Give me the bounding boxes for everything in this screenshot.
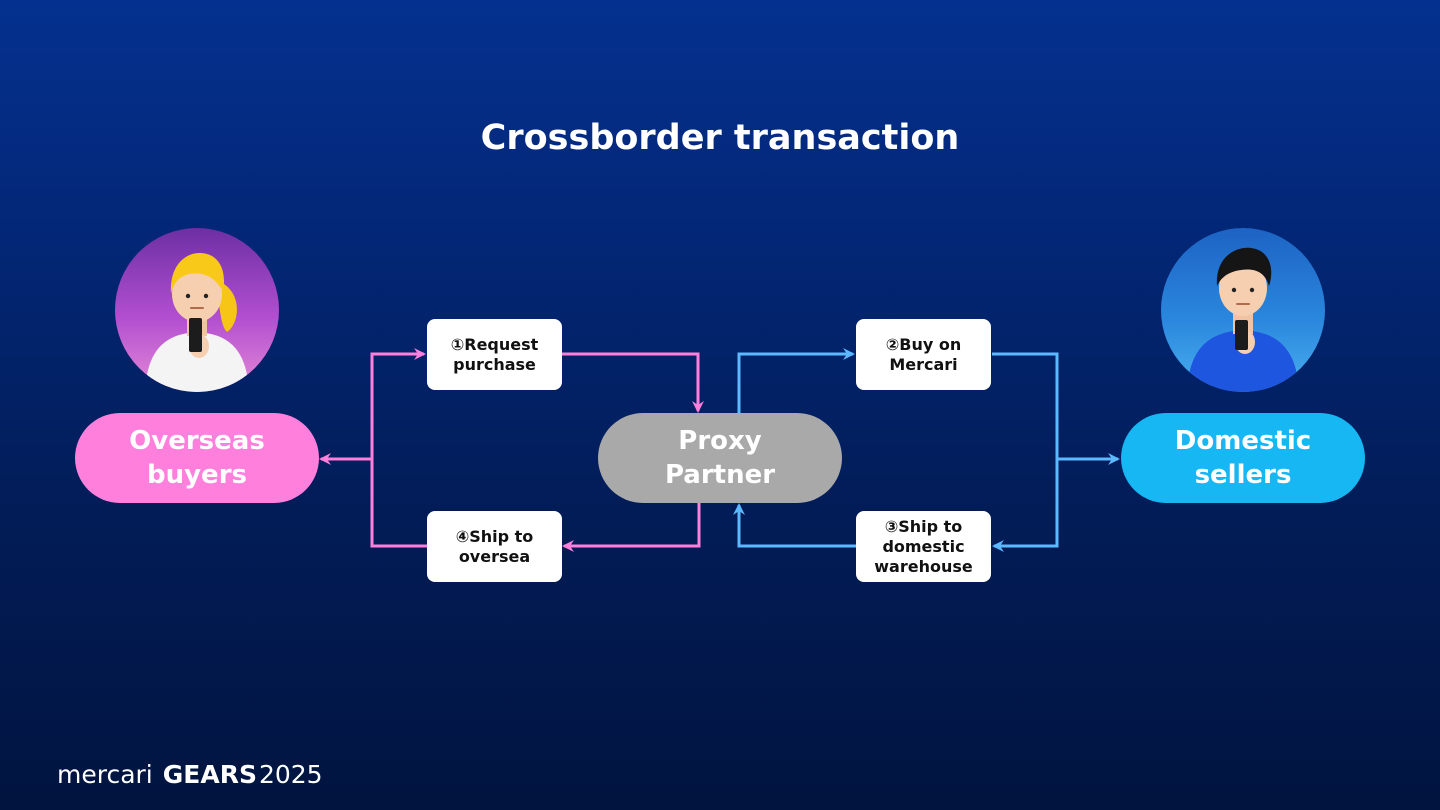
logo-event: GEARS: [162, 760, 257, 789]
arrow-request-to-proxy: [562, 352, 704, 413]
step-ship-to-domestic-warehouse: ③Ship to domestic warehouse: [856, 511, 991, 582]
overseas-buyers-node: Overseas buyers: [75, 413, 319, 503]
step-ship-to-oversea: ④Ship to oversea: [427, 511, 562, 582]
overseas-buyers-label: Overseas buyers: [129, 426, 265, 490]
step-label: ③Ship to domestic warehouse: [874, 516, 973, 576]
step-label: ①Request purchase: [450, 334, 539, 374]
seller-avatar: [1161, 228, 1325, 392]
proxy-partner-node: Proxy Partner: [598, 413, 842, 503]
proxy-partner-label: Proxy Partner: [664, 426, 776, 490]
arrow-proxy-to-ship-oversea: [562, 503, 701, 552]
arrow-buy-to-sellers: [992, 352, 1120, 465]
arrow-ship-oversea-to-buyers: [319, 453, 427, 548]
arrow-ship-domestic-to-proxy: [733, 503, 856, 548]
diagram-title: Crossborder transaction: [480, 118, 960, 158]
domestic-sellers-node: Domestic sellers: [1121, 413, 1365, 503]
domestic-sellers-label: Domestic sellers: [1174, 426, 1312, 490]
step-buy-on-mercari: ②Buy on Mercari: [856, 319, 991, 390]
arrow-sellers-to-ship-domestic: [992, 459, 1059, 552]
buyer-avatar: [115, 228, 279, 392]
mercari-gears-logo: mercari GEARS 2025: [57, 760, 323, 796]
arrow-buyers-to-request: [370, 348, 426, 459]
woman-with-phone-icon: [145, 252, 249, 392]
logo-year: 2025: [258, 760, 323, 789]
step-label: ②Buy on Mercari: [885, 334, 962, 374]
logo-brand: mercari: [57, 760, 153, 789]
step-request-purchase: ①Request purchase: [427, 319, 562, 390]
step-label: ④Ship to oversea: [455, 526, 534, 566]
man-with-phone-icon: [1187, 247, 1299, 392]
arrow-proxy-to-buy: [737, 348, 855, 413]
